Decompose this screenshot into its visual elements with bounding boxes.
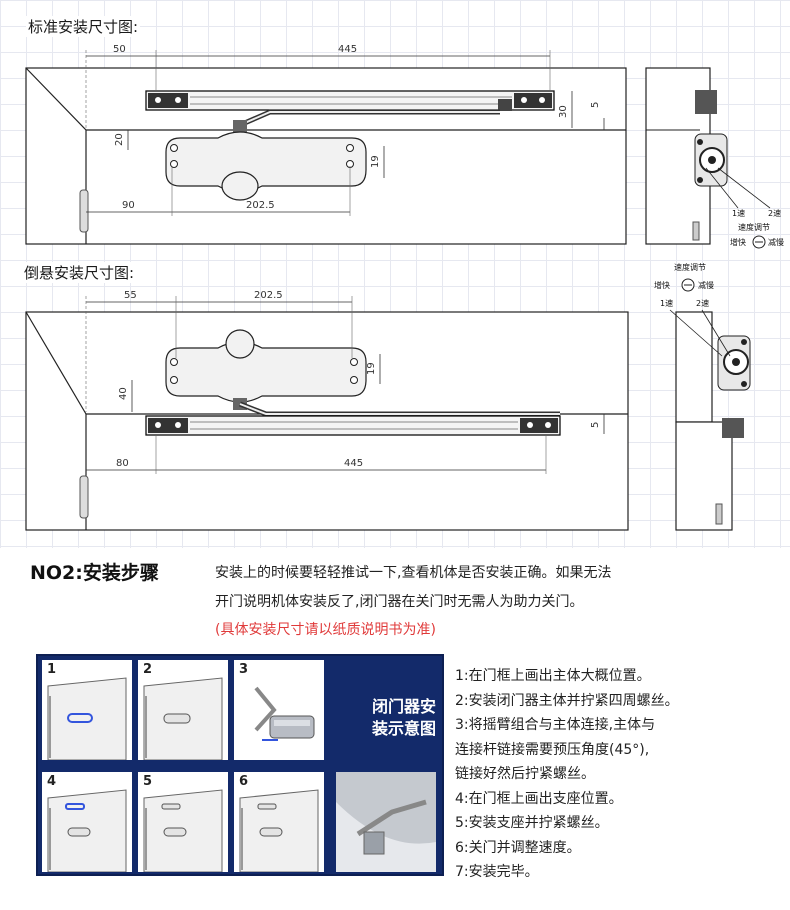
no2-description-line2: 开门说明机体安装反了,闭门器在关门时无需人为助力关门。	[215, 594, 584, 610]
installed-closer-photo-icon	[336, 772, 436, 872]
door-illustration-icon	[143, 677, 223, 760]
step-line: 2:安装闭门器主体并拧紧四周螺丝。	[455, 692, 679, 709]
hanging-section-title: 倒悬安装尺寸图:	[22, 262, 137, 283]
step-line: 7:安装完毕。	[455, 864, 539, 880]
install-steps-panel: 1 2 3 闭门器安装示意图 4	[36, 654, 444, 876]
dim-20: 20	[114, 133, 125, 146]
door-illustration-icon	[239, 789, 319, 872]
step-line: 5:安装支座并拧紧螺丝。	[455, 815, 609, 831]
dim-5-hanging: 5	[590, 422, 601, 428]
install-steps-list: 1:在门框上画出主体大概位置。 2:安装闭门器主体并拧紧四周螺丝。 3:将摇臂组…	[455, 664, 785, 885]
standard-section-title: 标准安装尺寸图:	[26, 16, 141, 37]
step-line: 4:在门框上画出支座位置。	[455, 790, 623, 807]
no2-note: (具体安装尺寸请以纸质说明书为准)	[215, 622, 436, 638]
dim-50: 50	[113, 44, 126, 55]
step-card-number: 5	[143, 774, 153, 789]
dim-80: 80	[116, 458, 129, 469]
step-card-number: 2	[143, 662, 153, 677]
dim-19-hanging: 19	[366, 362, 377, 375]
step-line: 链接好然后拧紧螺丝。	[455, 766, 595, 782]
step-card-number: 4	[47, 774, 57, 789]
std-speed1-label: 1速	[732, 209, 745, 218]
hang-speed-adjust-label: 速度调节	[674, 262, 706, 272]
dim-202-5-hanging: 202.5	[254, 290, 283, 301]
step-card-number: 3	[239, 662, 249, 677]
closer-arm-icon	[254, 686, 315, 741]
step-card-5: 5	[138, 772, 228, 872]
step-card-2: 2	[138, 660, 228, 760]
no2-title: NO2:安装步骤	[30, 562, 159, 584]
no2-description-line1: 安装上的时候要轻轻推试一下,查看机体是否安装正确。如果无法	[215, 565, 612, 581]
step-card-4: 4	[42, 772, 132, 872]
step-line: 连接杆链接需要预压角度(45°),	[455, 741, 650, 758]
step-card-number: 1	[47, 662, 57, 677]
step-line: 6:关门并调整速度。	[455, 839, 581, 856]
dim-202-5: 202.5	[246, 200, 275, 211]
dim-30: 30	[558, 105, 569, 118]
door-illustration-icon	[47, 789, 127, 872]
panel-title: 闭门器安装示意图	[372, 697, 437, 738]
hanging-install-drawing: 55 202.5 40 19 5 80 445 速度调节 增快 减慢 1速 2速	[25, 262, 751, 531]
hang-increase-label: 增快	[654, 280, 670, 290]
step-card-1: 1	[42, 660, 132, 760]
step-card-7: 7	[336, 772, 436, 872]
dim-40: 40	[118, 387, 129, 400]
std-decrease-label: 减慢	[768, 237, 784, 247]
step-line: 1:在门框上画出主体大概位置。	[455, 668, 651, 684]
step-card-6: 6	[234, 772, 324, 872]
dim-445: 445	[338, 44, 357, 55]
hang-decrease-label: 减慢	[698, 280, 714, 290]
std-speed2-label: 2速	[768, 209, 781, 218]
std-speed-adjust-label: 速度调节	[738, 222, 770, 232]
hang-speed2-label: 2速	[696, 299, 709, 308]
step-card-3: 3	[234, 660, 324, 760]
door-illustration-icon	[143, 789, 223, 872]
dim-5: 5	[590, 102, 601, 108]
step-card-number: 6	[239, 774, 249, 789]
dim-19: 19	[370, 155, 381, 168]
step-line: 3:将摇臂组合与主体连接,主体与	[455, 717, 656, 733]
dim-90: 90	[122, 200, 135, 211]
std-increase-label: 增快	[730, 237, 746, 247]
dim-55: 55	[124, 290, 137, 301]
standard-install-drawing: 50 445 30 5 20 19 90 202.5 1速 2速 速度调节 增快…	[25, 44, 784, 249]
dim-445-hanging: 445	[344, 458, 363, 469]
hang-speed1-label: 1速	[660, 299, 673, 308]
door-illustration-icon	[47, 677, 127, 760]
